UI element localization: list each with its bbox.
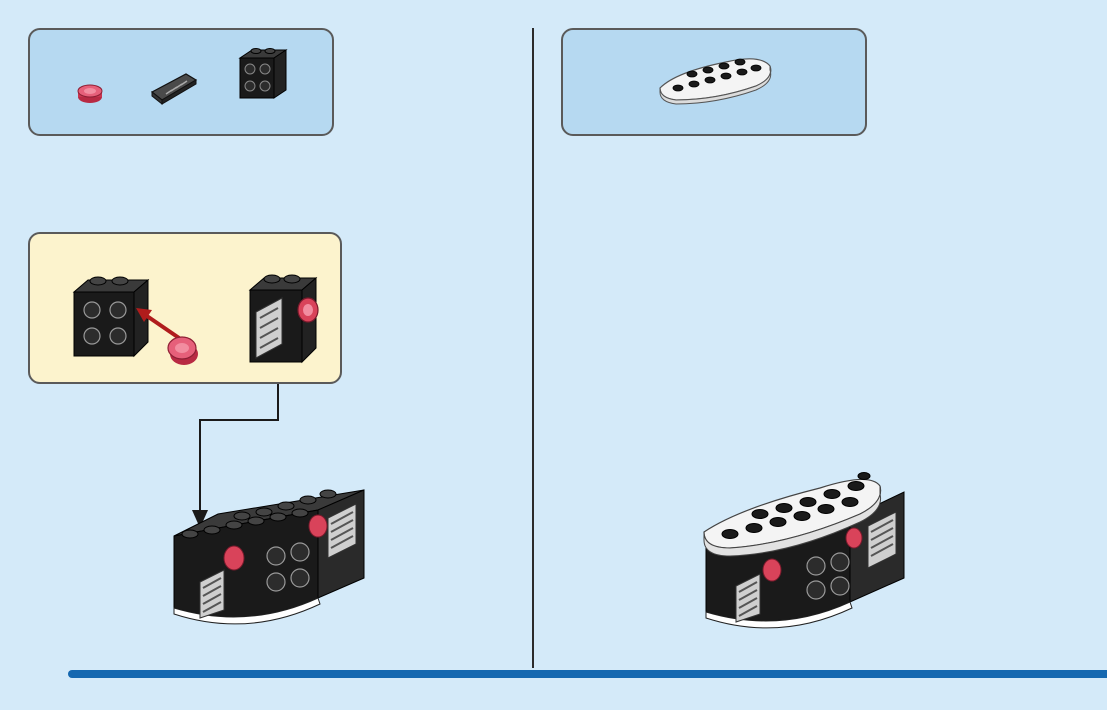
dashboard-base-model-icon (168, 478, 368, 628)
step-divider (532, 28, 534, 668)
dashboard-with-top-model-icon (700, 462, 910, 630)
sub-build-result-icon (242, 268, 332, 368)
black-side-stud-brick-icon (234, 44, 294, 104)
white-curved-plate-icon (656, 48, 776, 108)
dark-slope-tile-icon (148, 66, 200, 106)
red-round-plate-icon (74, 82, 106, 106)
page-footer-bar (68, 670, 1107, 678)
attach-arrow-icon (130, 300, 210, 370)
